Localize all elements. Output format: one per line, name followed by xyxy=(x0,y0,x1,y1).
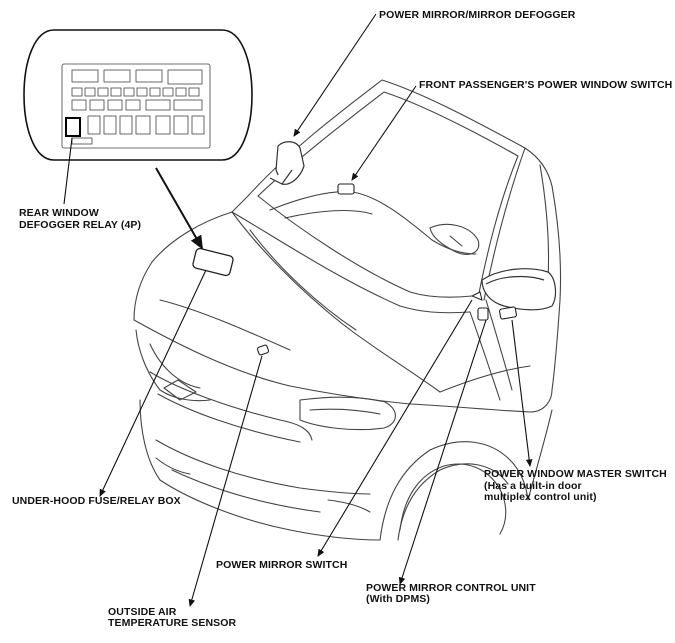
label-rear-window-defogger-relay-line1: REAR WINDOW xyxy=(19,207,99,219)
right-side-mirror xyxy=(481,268,557,311)
label-under-hood-fuse-relay-box: UNDER-HOOD FUSE/RELAY BOX xyxy=(12,495,181,507)
front-passenger-window-switch-part xyxy=(337,183,355,195)
car-outline xyxy=(133,79,562,541)
label-power-mirror-control-unit-line1: POWER MIRROR CONTROL UNIT xyxy=(366,582,536,594)
power-mirror-switch-part xyxy=(256,344,270,356)
fuse-box-inset xyxy=(23,29,253,161)
door-connector xyxy=(470,291,483,301)
power-window-master-switch-part xyxy=(499,306,517,320)
label-power-window-master-switch-line1: POWER WINDOW MASTER SWITCH xyxy=(484,468,667,480)
label-power-window-master-switch-line3: multiplex control unit) xyxy=(484,491,597,503)
label-outside-air-temp-sensor-line2: TEMPERATURE SENSOR xyxy=(108,617,237,629)
label-power-mirror-switch: POWER MIRROR SWITCH xyxy=(216,559,348,571)
label-power-mirror-defogger: POWER MIRROR/MIRROR DEFOGGER xyxy=(379,9,576,21)
highlighted-relay-slot xyxy=(65,117,81,137)
leader-lines xyxy=(63,13,533,608)
label-power-window-master-switch-line2: (Has a built-in door xyxy=(484,480,582,492)
rear-window-defogger-relay-box xyxy=(192,247,234,277)
label-rear-window-defogger-relay-line2: DEFOGGER RELAY (4P) xyxy=(19,219,142,231)
label-power-mirror-control-unit-line2: (With DPMS) xyxy=(366,593,430,605)
label-outside-air-temp-sensor-line1: OUTSIDE AIR xyxy=(108,606,177,618)
power-mirror-control-unit-part xyxy=(477,307,489,321)
label-front-passenger-window-switch: FRONT PASSENGER'S POWER WINDOW SWITCH xyxy=(419,79,673,91)
left-side-mirror xyxy=(269,141,305,185)
